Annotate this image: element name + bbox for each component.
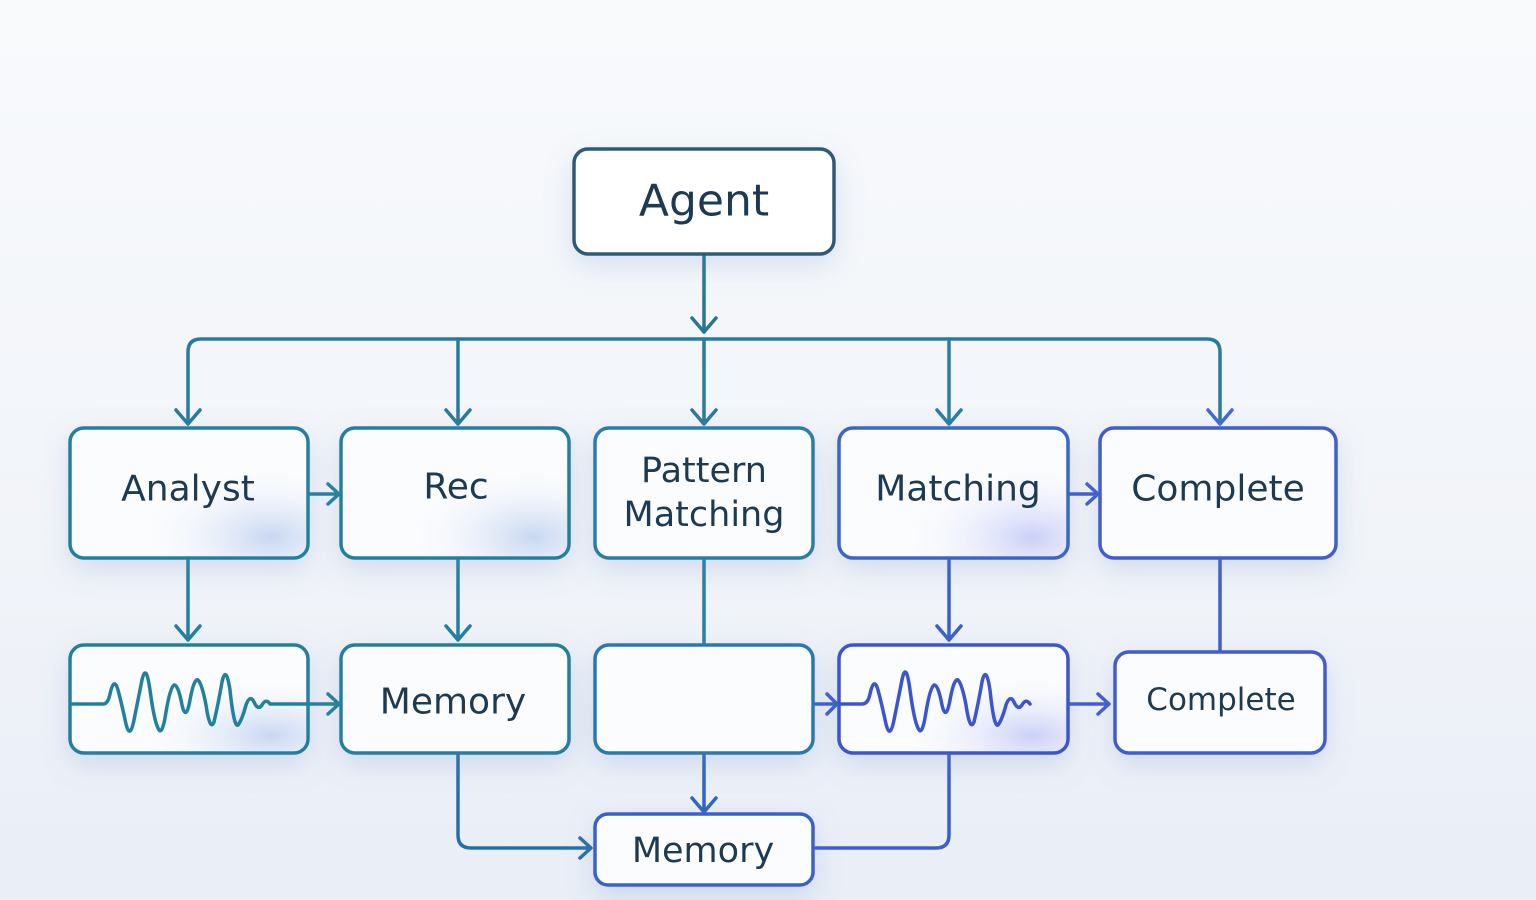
- node-memory-1-label: Memory: [380, 682, 526, 723]
- node-analyst-label: Analyst: [121, 469, 255, 510]
- waveform-icon: [70, 671, 308, 733]
- edge-agent-rec: [444, 337, 472, 426]
- node-pattern-label-line1: Pattern: [641, 451, 767, 491]
- edge-analyst-wave: [174, 557, 202, 642]
- arrowhead: [690, 316, 718, 334]
- edge-rec-memory: [444, 557, 472, 642]
- edge-memory-memory: [456, 753, 593, 860]
- waveform-icon: [839, 670, 1032, 733]
- node-complete-1-label: Complete: [1131, 469, 1305, 510]
- edge-wave-memory2: [812, 753, 951, 850]
- node-complete-2-label: Complete: [1146, 682, 1295, 718]
- edge-agent-matching: [935, 337, 963, 426]
- node-rec[interactable]: Rec: [339, 426, 571, 560]
- node-waveform-1[interactable]: [68, 643, 310, 755]
- edge-analyst-rec: [307, 482, 341, 506]
- node-waveform-2[interactable]: [837, 643, 1070, 755]
- node-empty[interactable]: [593, 643, 815, 755]
- edge-empty-wave: [811, 692, 839, 716]
- node-analyst[interactable]: Analyst: [68, 426, 310, 560]
- edge-empty-memory: [690, 753, 718, 814]
- node-pattern-label-line2: Matching: [624, 495, 785, 535]
- edge-matching-wave: [935, 557, 963, 642]
- node-memory-2-label: Memory: [632, 831, 774, 871]
- node-matching-label: Matching: [875, 469, 1041, 510]
- node-pattern-matching[interactable]: Pattern Matching: [593, 426, 815, 560]
- node-memory-1[interactable]: Memory: [339, 643, 571, 755]
- node-memory-2[interactable]: Memory: [593, 812, 815, 887]
- edge-agent-pattern: [690, 337, 718, 426]
- edge-matching-complete: [1067, 482, 1100, 506]
- node-matching[interactable]: Matching: [837, 426, 1070, 560]
- node-complete-2[interactable]: Complete: [1113, 650, 1327, 755]
- edge-agent-analyst: [174, 408, 202, 426]
- node-agent[interactable]: Agent: [572, 147, 836, 256]
- node-agent-label: Agent: [639, 176, 769, 227]
- node-rec-label: Rec: [423, 467, 488, 508]
- edge-agent-complete: [1206, 408, 1234, 426]
- node-complete-1[interactable]: Complete: [1098, 426, 1338, 560]
